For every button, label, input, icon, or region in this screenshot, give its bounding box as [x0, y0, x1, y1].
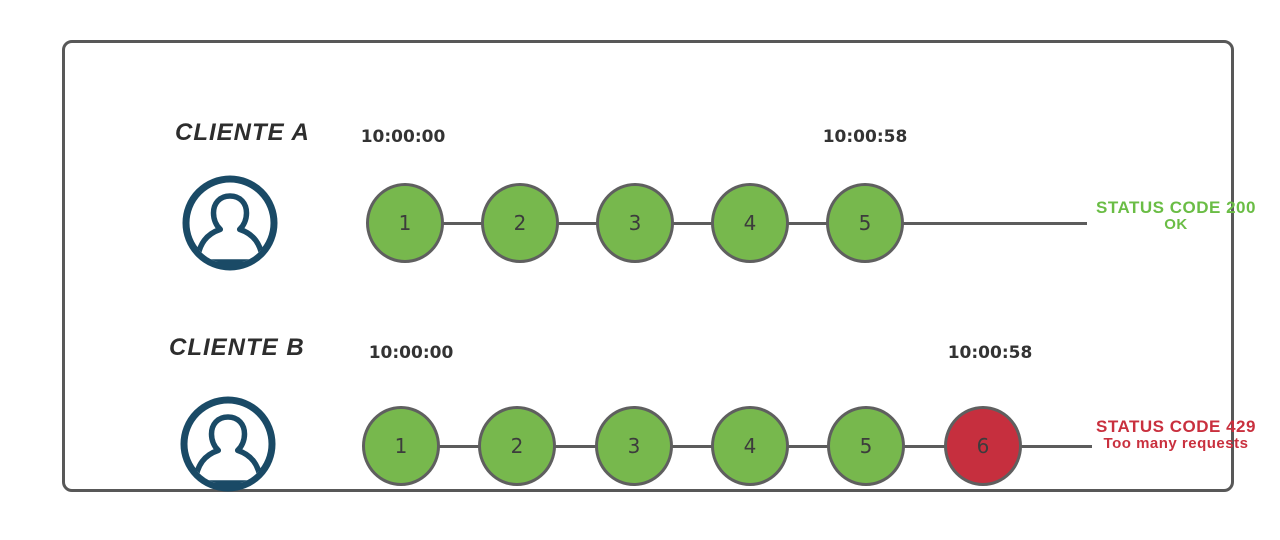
- row-b-status: STATUS CODE 429 Too many requests: [1091, 417, 1261, 453]
- status-code-label: STATUS CODE 200: [1096, 198, 1256, 217]
- request-number: 5: [859, 434, 873, 458]
- request-number: 3: [628, 211, 642, 235]
- request-circle: 5: [827, 406, 905, 486]
- status-text-label: OK: [1164, 216, 1188, 234]
- request-circle: 5: [826, 183, 904, 263]
- status-code-label: STATUS CODE 429: [1096, 417, 1256, 436]
- request-circle: 3: [596, 183, 674, 263]
- request-circle: 4: [711, 183, 789, 263]
- request-number: 6: [976, 434, 990, 458]
- request-number: 2: [513, 211, 527, 235]
- row-b-end-time: 10:00:58: [947, 343, 1033, 363]
- row-a-start-time: 10:00:00: [360, 127, 446, 147]
- request-number: 2: [510, 434, 524, 458]
- request-number: 1: [398, 211, 412, 235]
- request-circle: 2: [481, 183, 559, 263]
- request-number: 3: [627, 434, 641, 458]
- request-circle: 4: [711, 406, 789, 486]
- request-number: 5: [858, 211, 872, 235]
- request-circle: 6: [944, 406, 1022, 486]
- request-circle: 2: [478, 406, 556, 486]
- row-b-start-time: 10:00:00: [368, 343, 454, 363]
- client-a-label: CLIENTE A: [175, 119, 310, 146]
- status-text-label: Too many requests: [1103, 435, 1249, 453]
- diagram-frame: CLIENTE A 10:00:00 10:00:58 1 2 3 4 5 ST…: [62, 40, 1255, 492]
- request-circle: 3: [595, 406, 673, 486]
- client-b-label: CLIENTE B: [169, 334, 305, 361]
- user-avatar-icon: [182, 175, 278, 271]
- request-number: 1: [394, 434, 408, 458]
- request-circle: 1: [366, 183, 444, 263]
- row-a-status: STATUS CODE 200 OK: [1091, 198, 1261, 234]
- request-number: 4: [743, 211, 757, 235]
- user-avatar-icon: [180, 396, 276, 492]
- request-number: 4: [743, 434, 757, 458]
- row-a-end-time: 10:00:58: [822, 127, 908, 147]
- request-circle: 1: [362, 406, 440, 486]
